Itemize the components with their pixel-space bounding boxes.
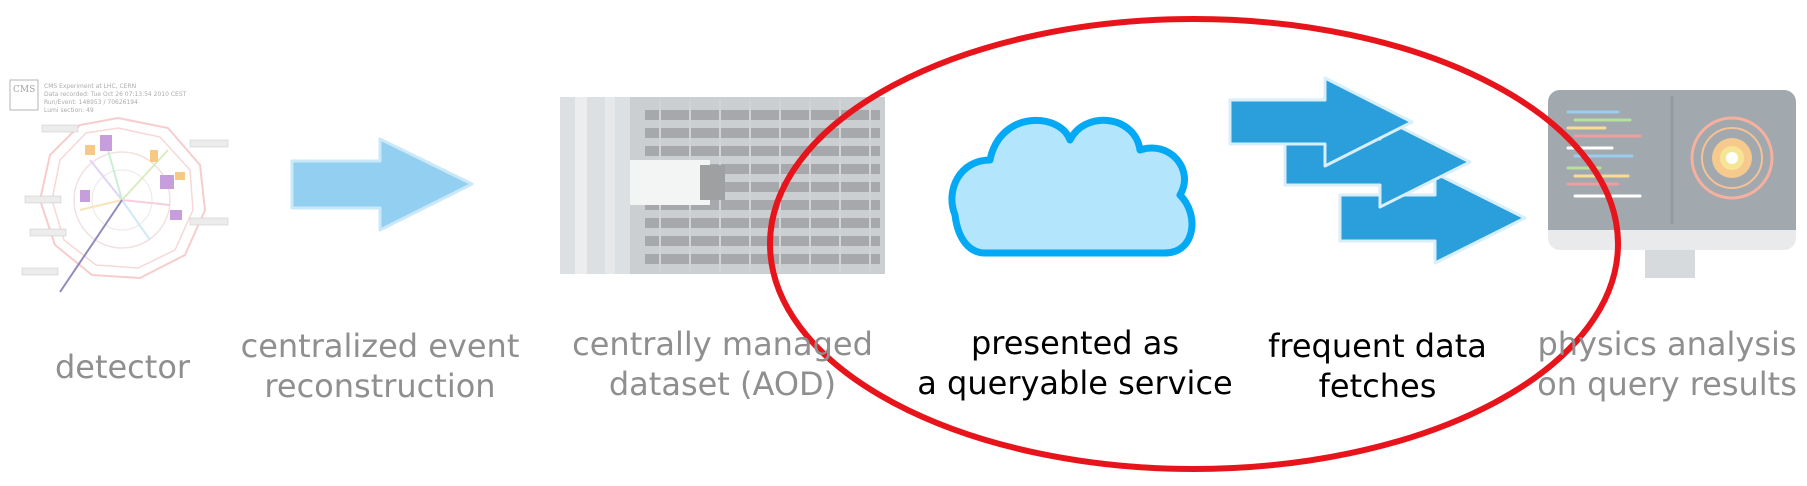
label-line: on query results: [1537, 365, 1797, 403]
reconstruction-arrow-icon: [290, 137, 474, 232]
label-line: centralized event: [240, 327, 520, 365]
label-line: dataset (AOD): [608, 365, 837, 403]
svg-text:CMS: CMS: [13, 85, 35, 95]
label-line: frequent data: [1268, 327, 1487, 365]
step-label-detector: detector: [10, 347, 235, 387]
event-display-lumi: Lumi section: 49: [44, 107, 94, 114]
step-label-physics-analysis: physics analysis on query results: [1527, 324, 1807, 404]
step-label-dataset: centrally managed dataset (AOD): [560, 324, 885, 404]
cms-logo-icon: [9, 79, 39, 111]
datacenter-image: [560, 97, 885, 274]
highlight-ellipse: [767, 16, 1621, 472]
label-line: detector: [54, 348, 191, 386]
data-fetch-arrows-icon: [1228, 76, 1527, 265]
label-line: physics analysis: [1537, 325, 1797, 363]
label-line: fetches: [1318, 367, 1437, 405]
label-line: presented as: [970, 324, 1180, 362]
label-line: reconstruction: [264, 367, 496, 405]
step-label-data-fetches: frequent data fetches: [1245, 326, 1510, 406]
monitor-icon: [1548, 90, 1796, 278]
event-display-run: Run/Event: 148953 / 70626194: [44, 99, 138, 106]
step-label-reconstruction: centralized event reconstruction: [225, 326, 535, 406]
event-display-title: CMS Experiment at LHC, CERN: [44, 83, 136, 90]
event-display-date: Data recorded: Tue Oct 26 07:13:54 2010 …: [44, 91, 187, 98]
label-line: a queryable service: [917, 364, 1233, 402]
cloud-icon: [948, 116, 1196, 257]
detector-event-display: CMS CMS Experiment at LHC, CERN Data rec…: [9, 79, 229, 293]
label-line: centrally managed: [572, 325, 873, 363]
step-label-queryable-service: presented as a queryable service: [905, 323, 1245, 403]
